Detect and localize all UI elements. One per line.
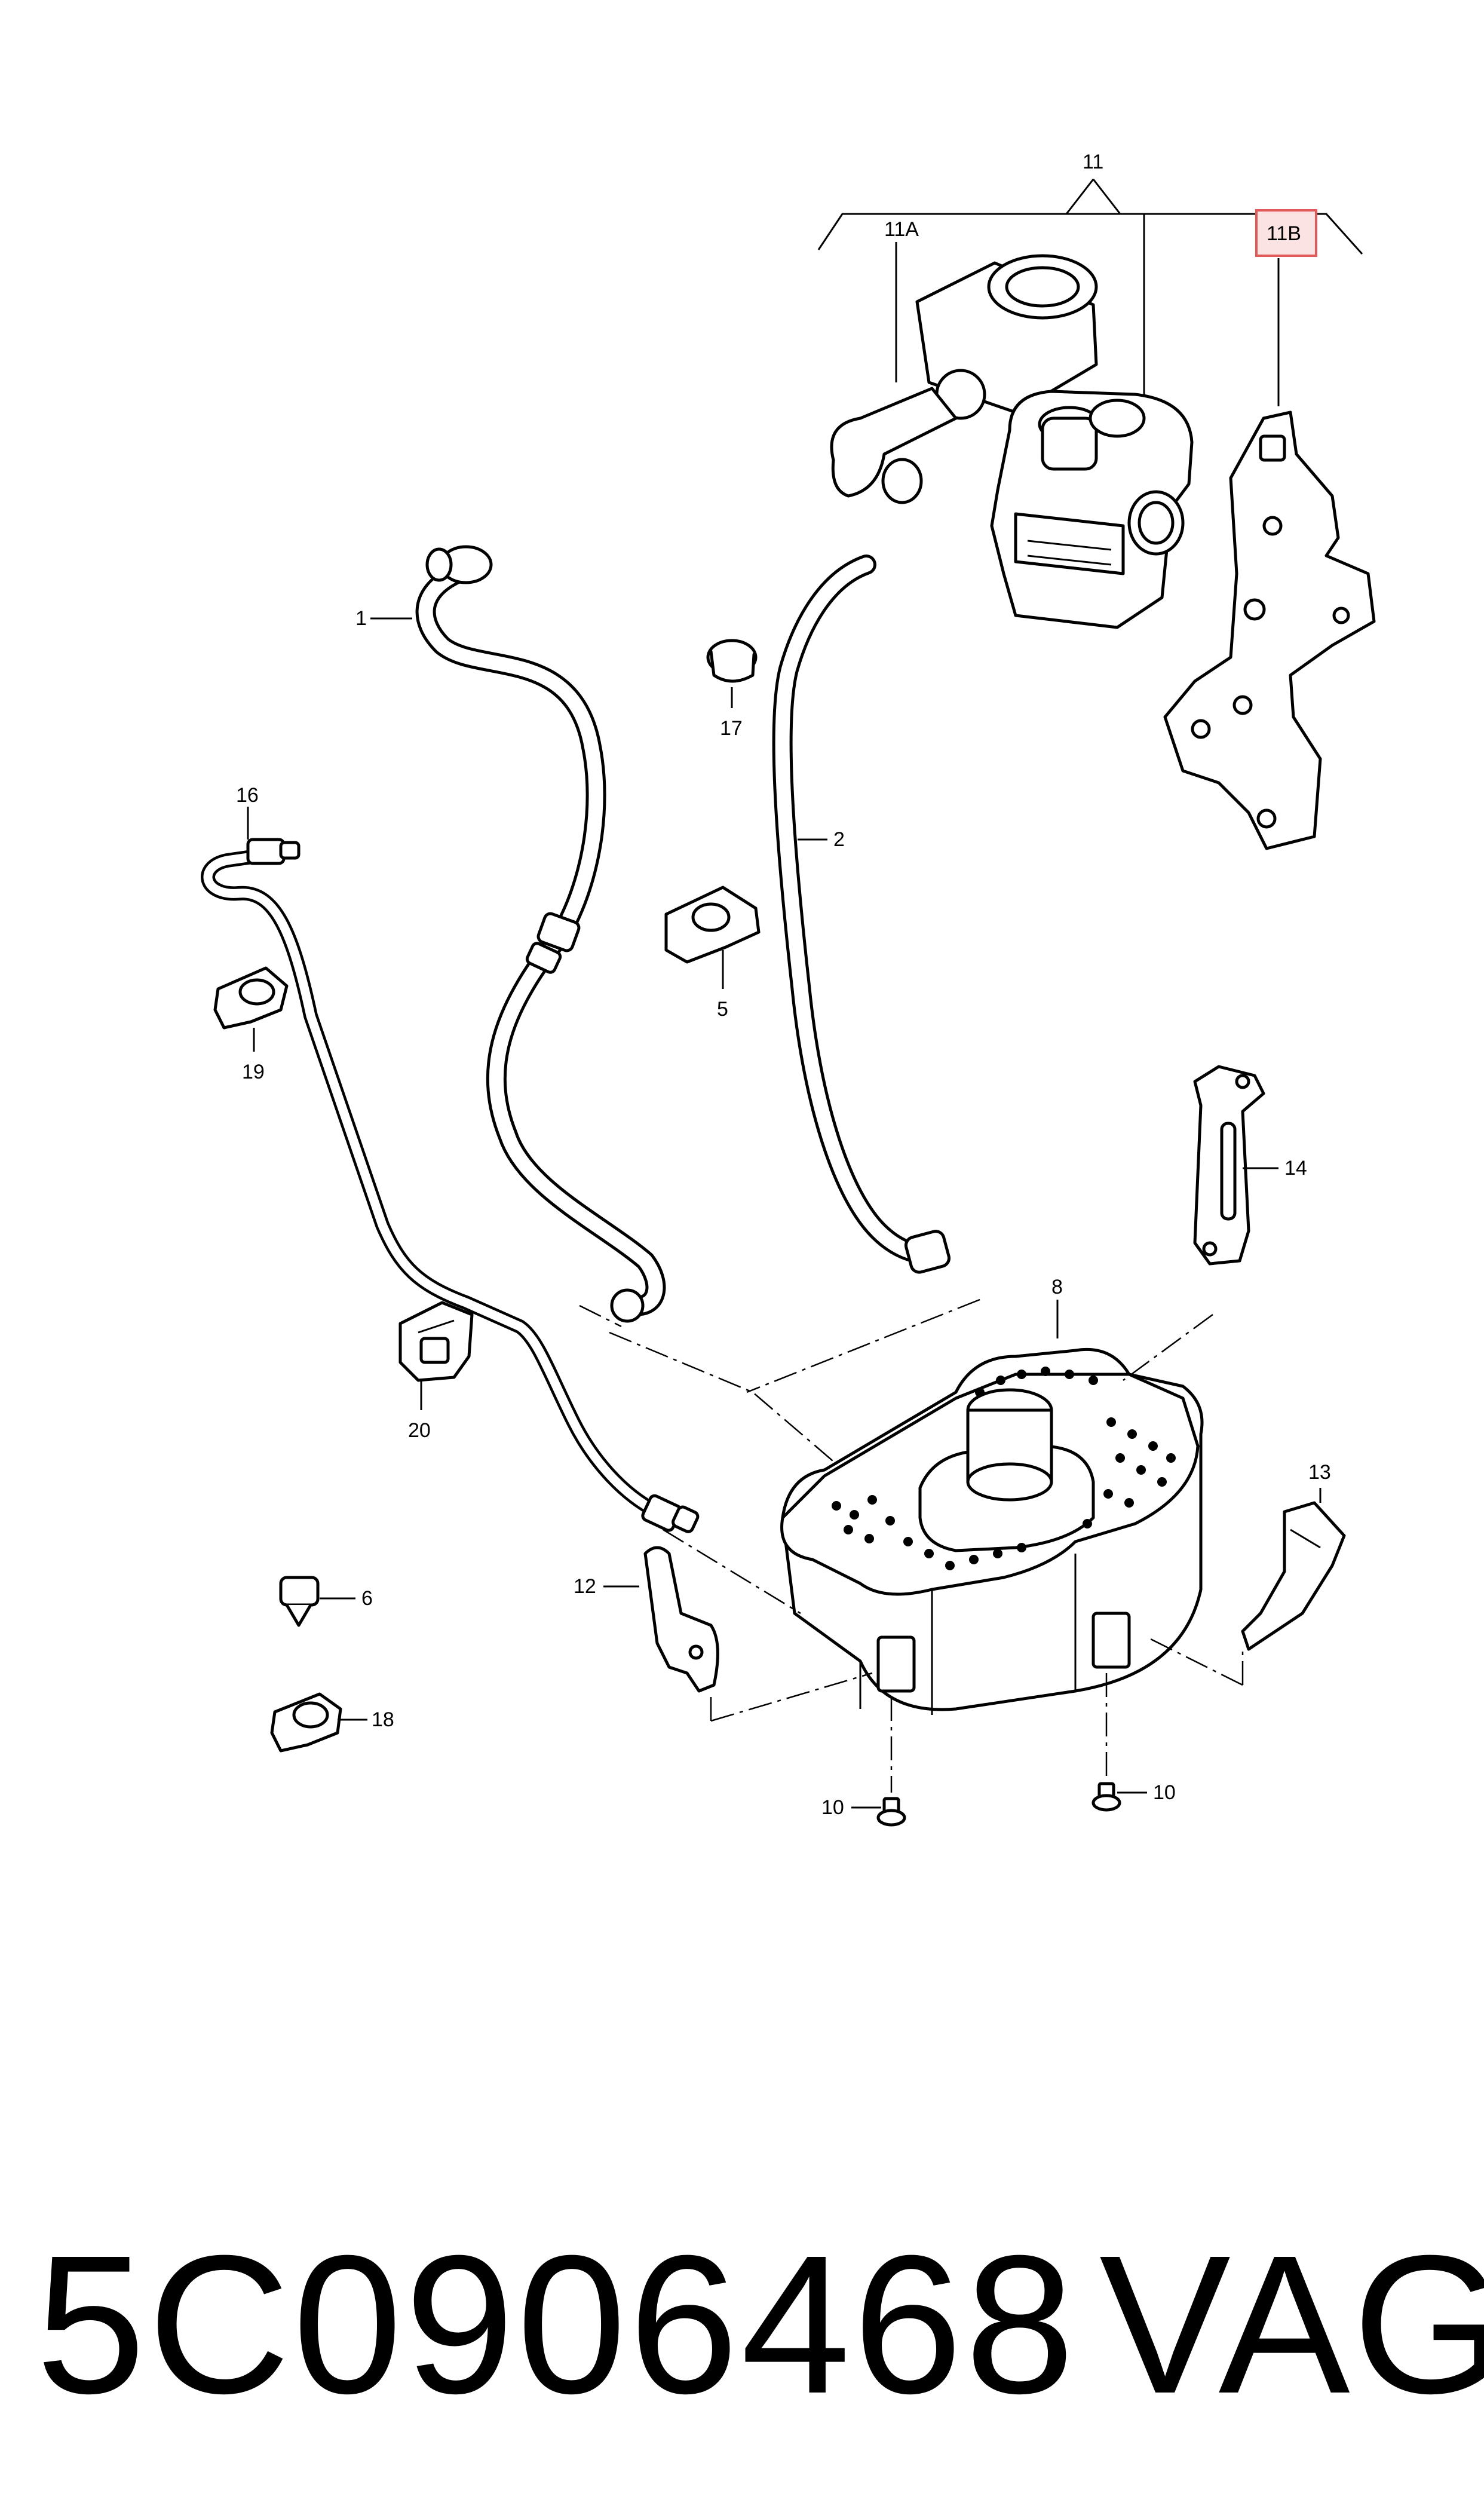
bracket-13	[1241, 1501, 1346, 1651]
hose-1	[415, 545, 666, 1323]
secondary-air-pump-11	[990, 390, 1194, 629]
bracket-12	[643, 1546, 719, 1693]
callout-2: 2	[833, 828, 845, 851]
pipe-16	[201, 838, 700, 1533]
callout-8: 8	[1051, 1276, 1063, 1298]
bracket-14	[1193, 1065, 1265, 1266]
callout-16: 16	[236, 784, 259, 807]
callout-11b: 11B	[1267, 222, 1301, 245]
callout-14: 14	[1284, 1157, 1307, 1180]
mounting-bracket-11b	[1163, 411, 1376, 850]
callout-5: 5	[717, 998, 728, 1021]
assembly-dash-lines	[579, 1298, 1244, 1793]
screw-10-right	[1091, 1782, 1121, 1812]
screw-10-left	[876, 1797, 906, 1827]
callout-18: 18	[372, 1708, 394, 1731]
callout-11a: 11A	[884, 218, 919, 241]
callout-12: 12	[574, 1575, 596, 1598]
callout-20: 20	[408, 1419, 431, 1442]
clip-20	[398, 1301, 474, 1382]
callout-10-right: 10	[1153, 1781, 1176, 1804]
callout-6: 6	[361, 1587, 373, 1610]
callout-11-bracket	[817, 179, 1363, 406]
canister-top-holes	[832, 1367, 1176, 1570]
canister-8	[780, 1347, 1204, 1715]
cap-17	[706, 639, 758, 683]
clip-5	[664, 886, 761, 964]
callout-1: 1	[355, 607, 367, 630]
callout-17: 17	[720, 717, 743, 740]
clip-19	[213, 966, 289, 1030]
clip-6	[279, 1576, 320, 1627]
callout-11b-highlight	[1255, 209, 1317, 257]
clip-18	[270, 1692, 342, 1753]
callout-10-left: 10	[821, 1796, 844, 1819]
callout-11: 11	[1083, 151, 1103, 173]
callout-13: 13	[1308, 1461, 1331, 1484]
callout-19: 19	[242, 1061, 265, 1083]
footer: 5C0906468 VAG	[0, 2205, 1484, 2456]
filter-canister-11a	[830, 254, 1098, 504]
part-number: 5C0906468	[36, 2214, 1077, 2434]
brand-label: VAG	[1099, 2214, 1484, 2434]
hose-2	[772, 555, 951, 1274]
